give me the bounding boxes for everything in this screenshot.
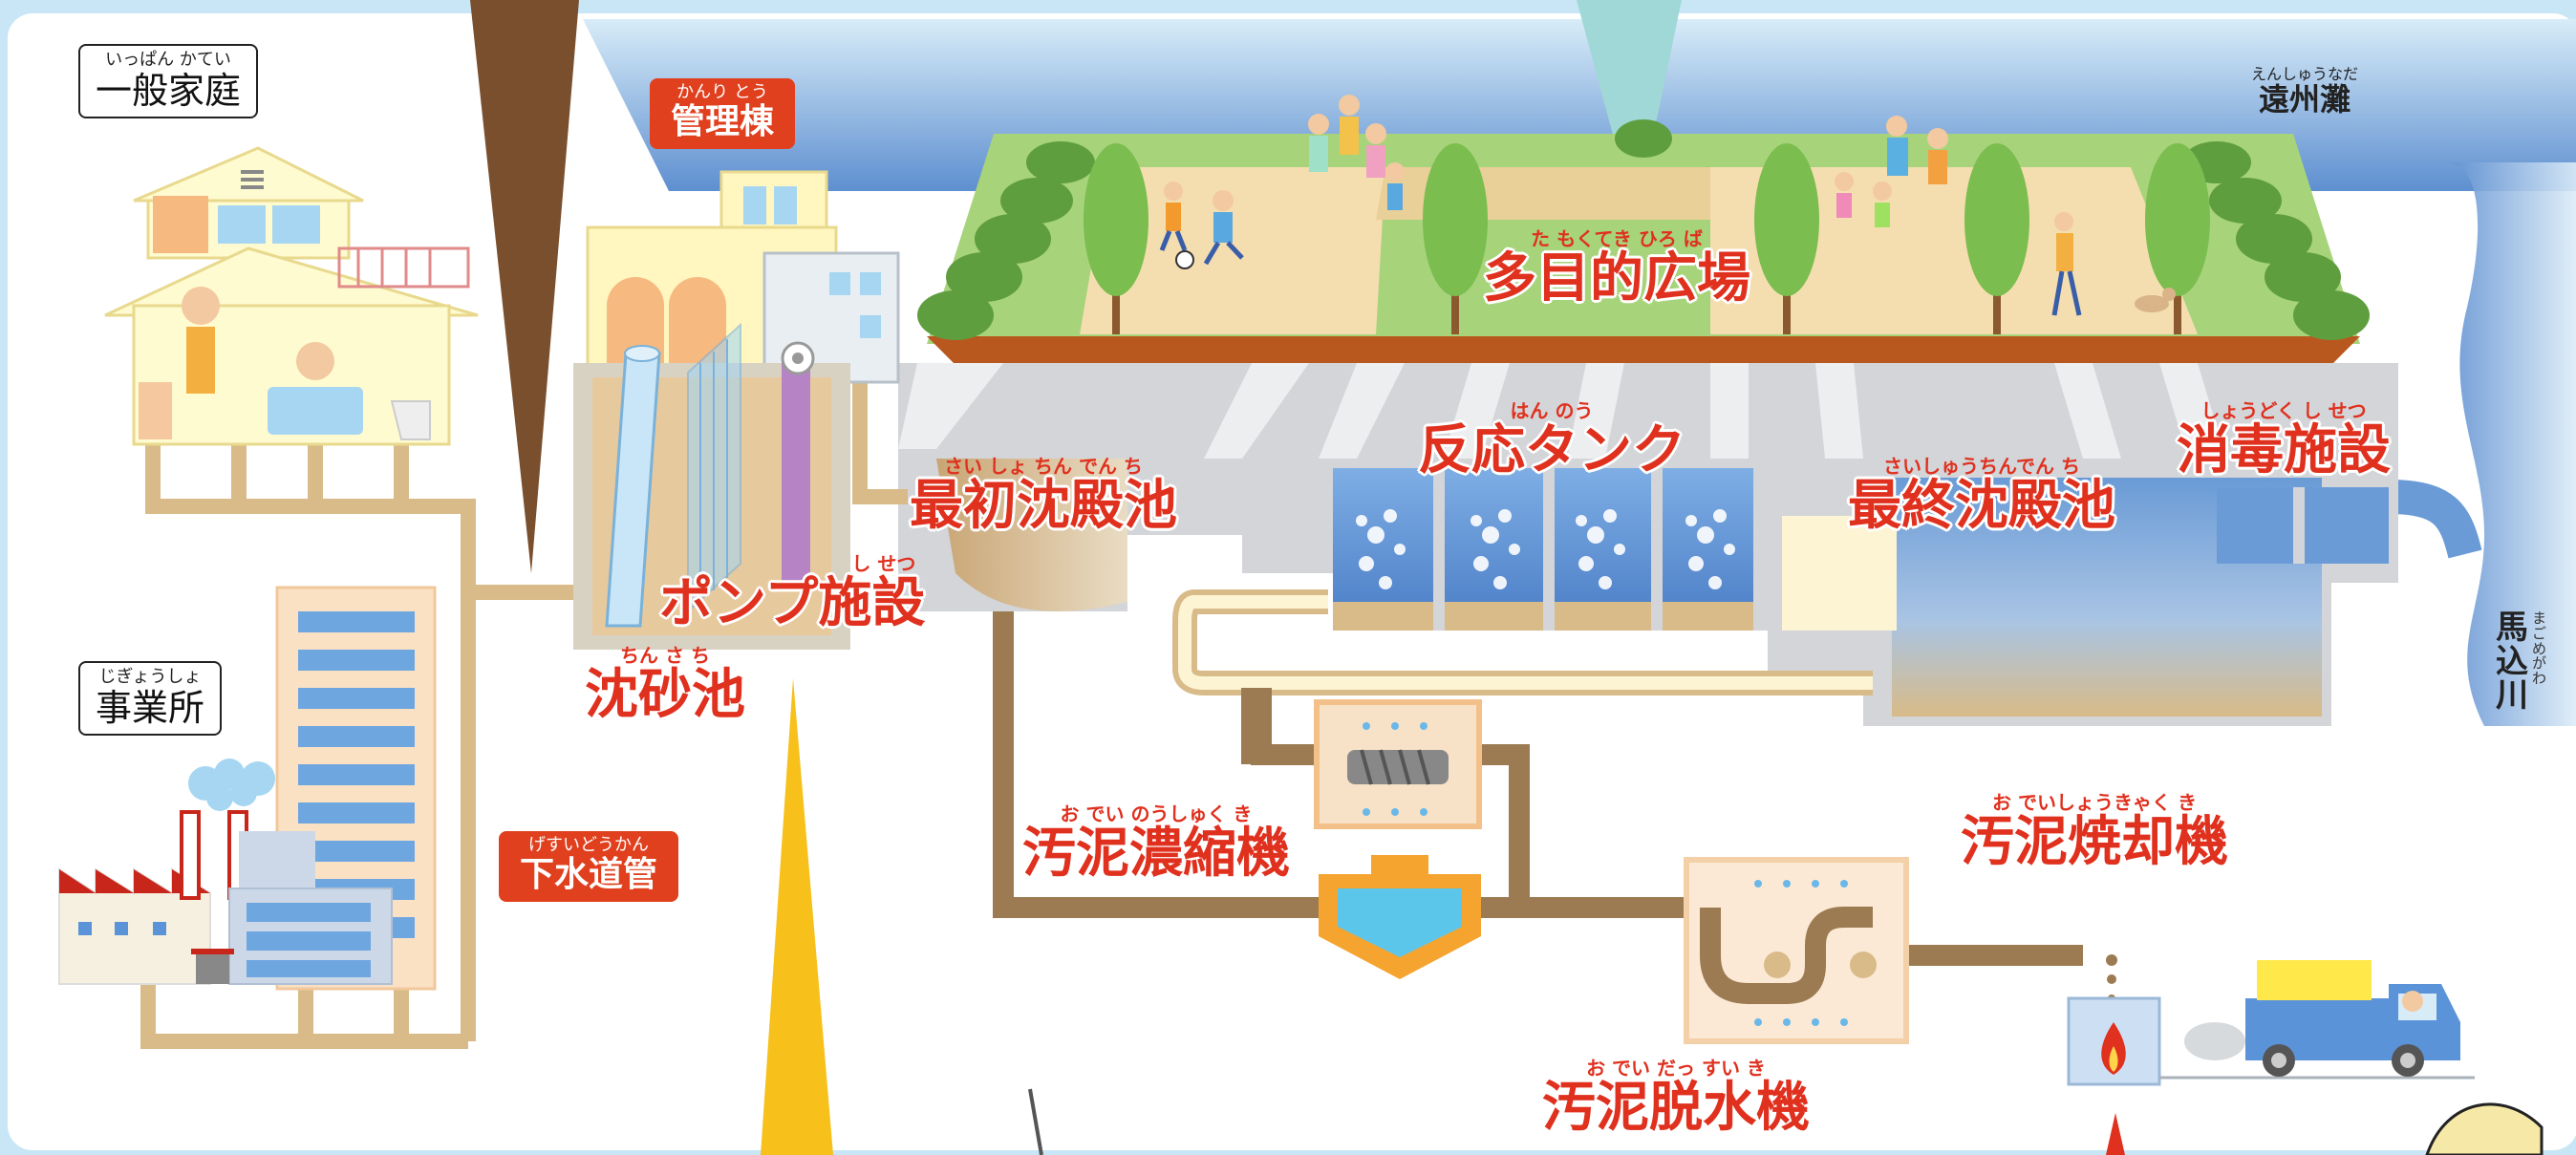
- ground-spike: [470, 0, 579, 573]
- multipurpose-plaza-label: た もくてき ひろ ば多目的広場: [1483, 227, 1750, 310]
- pump-facility-label: し せつポンプ施設: [659, 552, 926, 634]
- ground-strip: [927, 336, 2360, 365]
- screw-icon: [1360, 749, 1430, 785]
- factory-icon: [58, 759, 393, 985]
- river-water: [2446, 162, 2576, 726]
- truck-icon: [2184, 960, 2460, 1077]
- pole: [1028, 1088, 1043, 1155]
- light-beam: [1577, 0, 1682, 220]
- business-label: じぎょうしょ事業所: [78, 661, 223, 736]
- household-label: いっぱん かてい一般家庭: [78, 44, 259, 118]
- bar-screen: [687, 322, 741, 614]
- sewer-pipes: [140, 355, 908, 1049]
- magome-river-label: 馬込川 まごめがわ: [2496, 609, 2547, 716]
- river-ruby: まごめがわ: [2532, 610, 2547, 687]
- trees: [1084, 143, 2210, 334]
- admin-building-label: かんり とう管理棟: [650, 78, 796, 149]
- sludge-thickener-label: お でい のうしゅく き汚泥濃縮機: [1022, 802, 1290, 885]
- house-icon: [104, 146, 479, 446]
- grit-chamber-label: ちん さ ち沈砂池: [585, 644, 745, 726]
- aeration-bubbles: [1356, 509, 1735, 589]
- people: [1159, 95, 2176, 316]
- outflow: [2388, 480, 2482, 559]
- disinfection-facility-label: しょうどく し せつ消毒施設: [2177, 399, 2391, 481]
- final-settling-tank-label: さいしゅうちんでん ち最終沈殿池: [1848, 455, 2115, 537]
- return-channel: [1782, 516, 1897, 631]
- tank-caps: [898, 363, 2226, 459]
- reaction-tank-label: はん のう反応タンク: [1418, 399, 1685, 481]
- primary-settling-tank-label: さい しょ ちん でん ち最初沈殿池: [910, 455, 1177, 537]
- yellow-spike: [761, 678, 833, 1155]
- river-name: 馬込川: [2496, 609, 2528, 716]
- pump-pipe: [782, 353, 810, 583]
- hedges: [917, 119, 2370, 340]
- screen-cylinder: [605, 345, 661, 628]
- sewer-pipe-label: げすいどうかん下水道管: [499, 831, 679, 902]
- primary-tank-water: [936, 459, 1127, 611]
- enshu-sea-label: えんしゅうなだ遠州灘: [2251, 65, 2359, 118]
- sludge-incinerator-label: お でいしょうきゃく き汚泥焼却機: [1961, 791, 2228, 873]
- dewater-unit: [1684, 857, 1909, 1044]
- sludge-dewatering-label: お でい だっ すい き汚泥脱水機: [1542, 1057, 1810, 1139]
- shell-decoration: [2425, 1102, 2544, 1155]
- red-spike: [2106, 1113, 2125, 1155]
